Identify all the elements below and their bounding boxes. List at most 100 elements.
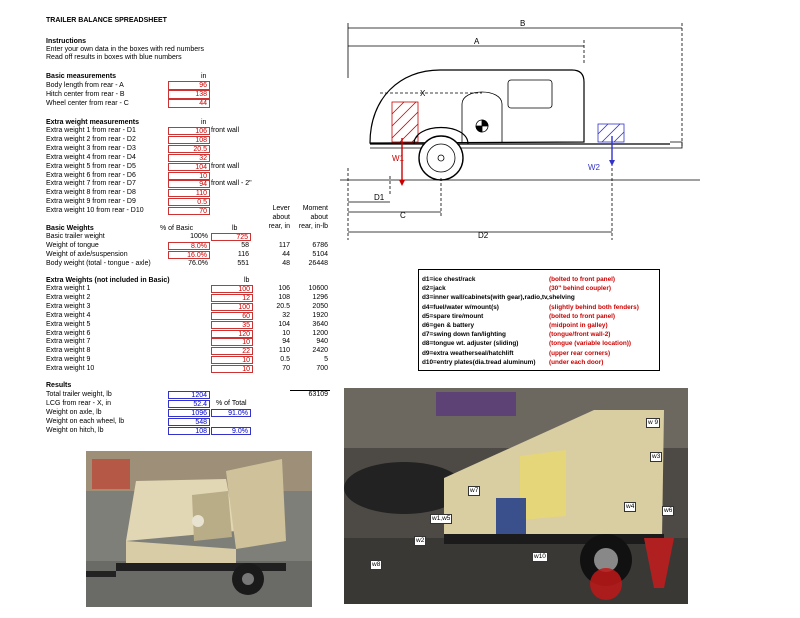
legend-note: (slightly behind both fenders) bbox=[549, 303, 639, 311]
extra-weight-label: Extra weight 5 bbox=[46, 320, 91, 328]
watermark-icon bbox=[590, 568, 622, 600]
extra-note: front wall bbox=[211, 162, 240, 170]
extra-input[interactable]: 104 bbox=[168, 162, 210, 171]
weight-lever: 48 bbox=[282, 259, 290, 267]
legend-note: (bolted to front panel) bbox=[549, 276, 616, 283]
col-lever: rear, in bbox=[268, 223, 290, 230]
col-moment: rear, in-lb bbox=[298, 223, 328, 230]
extra-label: Extra weight 7 from rear - D7 bbox=[46, 180, 136, 188]
weight-lb-input[interactable]: 725 bbox=[211, 233, 251, 241]
extra-weight-label: Extra weight 8 bbox=[46, 347, 91, 355]
extra-weight-input[interactable]: 100 bbox=[211, 285, 253, 293]
basic-input[interactable]: 96 bbox=[168, 81, 210, 90]
extra-weight-input[interactable]: 100 bbox=[211, 302, 253, 311]
extra-weight-lever: 70 bbox=[282, 365, 290, 373]
legend-key: d9=extra weatherseal/hatchlift bbox=[422, 349, 514, 357]
w1-label: W1 bbox=[392, 154, 405, 163]
extra-weight-label: Extra weight 4 bbox=[46, 311, 91, 319]
extra-weight-input[interactable]: 10 bbox=[211, 365, 253, 374]
photo-label: w2 bbox=[414, 536, 427, 546]
extra-heading: Extra weight measurements bbox=[46, 119, 139, 126]
w2-label: W2 bbox=[588, 163, 601, 172]
extra-input[interactable]: 10 bbox=[168, 171, 210, 180]
result-pct-header: % of Total bbox=[216, 399, 247, 407]
legend-key: d10=entry plates(dia.tread aluminum) bbox=[422, 358, 536, 366]
extra-input[interactable]: 108 bbox=[168, 135, 210, 144]
extra-weight-input[interactable]: 60 bbox=[211, 311, 253, 320]
trailer-window bbox=[507, 79, 553, 109]
extra-weight-lever: 104 bbox=[278, 320, 290, 328]
weight-pct-input[interactable]: 8.0% bbox=[168, 241, 210, 250]
extra-weight-lever: 32 bbox=[282, 311, 290, 319]
result-label: Weight on axle, lb bbox=[46, 408, 102, 416]
extra-weight-input[interactable]: 22 bbox=[211, 347, 253, 356]
legend-key: d2=jack bbox=[422, 285, 446, 293]
extra-weight-moment: 5 bbox=[324, 356, 328, 364]
extra-input[interactable]: 0.5 bbox=[168, 198, 210, 207]
extra-input[interactable]: 94 bbox=[168, 180, 210, 189]
extra-weight-input[interactable]: 12 bbox=[211, 293, 253, 302]
trailer-diagram: B A X W1 W2 D1 C D2 bbox=[340, 19, 700, 240]
basic-input[interactable]: 44 bbox=[168, 99, 210, 108]
basic-label: Hitch center from rear - B bbox=[46, 91, 125, 98]
legend-note: (midpoint in galley) bbox=[549, 322, 608, 329]
photo-label: w 9 bbox=[646, 418, 661, 428]
extra-label: Extra weight 10 from rear - D10 bbox=[46, 207, 144, 215]
weight-moment: 26448 bbox=[308, 259, 328, 267]
extra-input[interactable]: 110 bbox=[168, 189, 210, 198]
basic-input[interactable]: 138 bbox=[168, 90, 210, 99]
extra-weight-label: Extra weight 2 bbox=[46, 293, 91, 301]
extra-input[interactable]: 70 bbox=[168, 207, 210, 216]
extra-weight-input[interactable]: 10 bbox=[211, 338, 253, 347]
legend-note: (tongue (variable location)) bbox=[549, 340, 632, 348]
legend-key: d7=swing down fan/lighting bbox=[422, 331, 506, 339]
extra-weight-label: Extra weight 10 bbox=[46, 365, 95, 373]
w1-box bbox=[391, 101, 419, 143]
extra-weight-label: Extra weight 7 bbox=[46, 338, 91, 346]
extra-input[interactable]: 32 bbox=[168, 153, 210, 162]
trailer-body bbox=[369, 69, 585, 144]
extra-input[interactable]: 20.5 bbox=[168, 144, 210, 153]
result-value: 1204 bbox=[168, 391, 210, 399]
extra-weight-input[interactable]: 120 bbox=[211, 329, 253, 338]
legend-box: d1=ice chest/rack (bolted to front panel)… bbox=[418, 269, 660, 371]
extra-weight-label: Extra weight 6 bbox=[46, 329, 91, 337]
extra-weight-moment: 2050 bbox=[312, 302, 328, 310]
photo-label: w8 bbox=[370, 560, 383, 570]
weight-pct-input[interactable]: 16.0% bbox=[168, 250, 210, 259]
basic-label: Body length from rear - A bbox=[46, 82, 124, 89]
extra-weight-input[interactable]: 35 bbox=[211, 320, 253, 329]
photo-label: w4 bbox=[624, 502, 637, 512]
legend-note: (30" behind coupler) bbox=[549, 285, 611, 293]
dim-b-label: B bbox=[520, 19, 525, 28]
extra-weight-moment: 2420 bbox=[312, 347, 328, 355]
photo-label: w6 bbox=[662, 506, 675, 516]
sheet-title: TRAILER BALANCE SPREADSHEET bbox=[46, 17, 167, 24]
weight-lb: 551 bbox=[237, 259, 249, 267]
legend-key: d1=ice chest/rack bbox=[422, 276, 476, 283]
trailer-photo-left bbox=[86, 451, 312, 607]
legend-key: d4=fuel/water w/mount(s) bbox=[422, 303, 499, 311]
col-pct: % of Basic bbox=[160, 225, 194, 232]
extra-weight-moment: 1200 bbox=[312, 329, 328, 337]
results-heading: Results bbox=[46, 382, 72, 389]
weight-lever: 117 bbox=[278, 241, 290, 249]
legend-key: d3=inner wall/cabinets(with gear),radio,… bbox=[422, 294, 575, 302]
weight-lb: 116 bbox=[237, 250, 249, 258]
extra-label: Extra weight 5 from rear - D5 bbox=[46, 162, 136, 170]
wheel-icon bbox=[418, 135, 464, 181]
sum-line bbox=[290, 390, 330, 391]
extra-weight-lever: 10 bbox=[282, 329, 290, 337]
col-lever: Lever bbox=[272, 205, 290, 212]
w2-box bbox=[597, 123, 625, 143]
extra-weight-input[interactable]: 10 bbox=[211, 356, 253, 365]
weight-label: Basic trailer weight bbox=[46, 233, 105, 240]
extra-label: Extra weight 1 from rear - D1 bbox=[46, 127, 136, 134]
extra-weight-lever: 106 bbox=[278, 285, 290, 292]
trailer-photo-right: w 9 w3 w7 w1,w5 w4 w6 w2 w10 w8 bbox=[344, 388, 688, 604]
extra-note: front wall bbox=[211, 127, 240, 134]
extra-input[interactable]: 106 bbox=[168, 127, 210, 135]
photo-label: w7 bbox=[468, 486, 481, 496]
extra-label: Extra weight 6 from rear - D6 bbox=[46, 171, 136, 179]
extra-weight-label: Extra weight 3 bbox=[46, 302, 91, 310]
